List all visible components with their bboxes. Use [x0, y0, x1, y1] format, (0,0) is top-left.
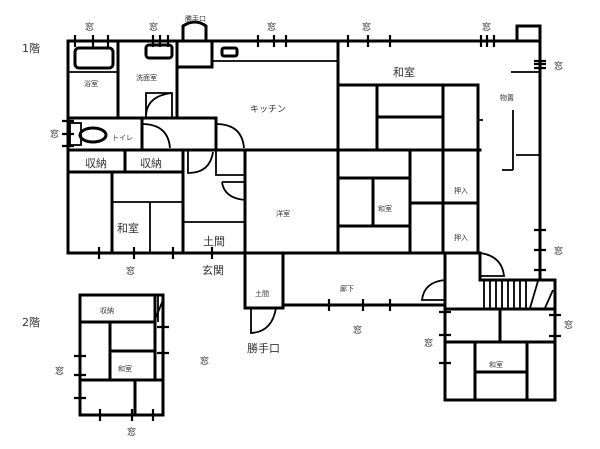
back-door-label-bottom: 勝手口: [247, 341, 280, 355]
room-bath: 浴室: [84, 79, 98, 88]
window-label: 窓: [554, 60, 563, 72]
room-storage-2: 収納: [140, 157, 162, 170]
room-shed: 物置: [500, 93, 514, 102]
room-closet-1: 押入: [454, 186, 468, 195]
second-floor-walls: [78, 293, 165, 417]
room-storage-2f: 収納: [100, 306, 114, 315]
window-label: 窓: [554, 245, 563, 257]
window-label: 窓: [50, 128, 59, 140]
window-label: 窓: [267, 21, 276, 33]
room-washitsu-left: 和室: [117, 221, 139, 235]
back-door-label-top: 勝手口: [185, 14, 206, 23]
window-label: 窓: [424, 337, 433, 349]
window-label: 窓: [55, 365, 64, 377]
window-label: 窓: [362, 21, 371, 33]
room-closet-2: 押入: [454, 233, 468, 242]
room-doma: 土間: [203, 235, 225, 248]
window-label: 窓: [126, 265, 135, 277]
window-label: 窓: [482, 21, 491, 33]
window-label: 窓: [200, 355, 209, 367]
room-kitchen: キッチン: [250, 104, 286, 115]
room-washitsu-2f: 和室: [118, 364, 132, 373]
window-label: 窓: [85, 21, 94, 33]
window-label: 窓: [127, 426, 136, 438]
first-floor-walls: [66, 20, 557, 402]
room-washroom: 洗面室: [136, 73, 157, 82]
window-label: 窓: [564, 319, 573, 331]
room-doma-small: 土間: [255, 289, 269, 298]
floor-1-label: 1階: [22, 41, 40, 55]
room-entrance: 玄関: [202, 263, 224, 277]
floor-2-label: 2階: [22, 315, 40, 329]
room-washitsu-mid: 和室: [378, 204, 392, 213]
room-washitsu-right: 和室: [489, 360, 503, 369]
window-label: 窓: [353, 324, 362, 336]
room-western: 洋室: [276, 209, 290, 218]
room-corridor: 廊下: [340, 284, 354, 293]
room-washitsu-top: 和室: [393, 65, 415, 79]
room-storage-1: 収納: [85, 157, 107, 170]
room-toilet: トイレ: [112, 134, 133, 142]
window-label: 窓: [149, 21, 158, 33]
labels: 1階 2階 窓 窓 窓 窓 窓 窓 窓 窓 窓 窓 窓 窓 窓 窓 窓 浴室 洗…: [22, 14, 573, 438]
